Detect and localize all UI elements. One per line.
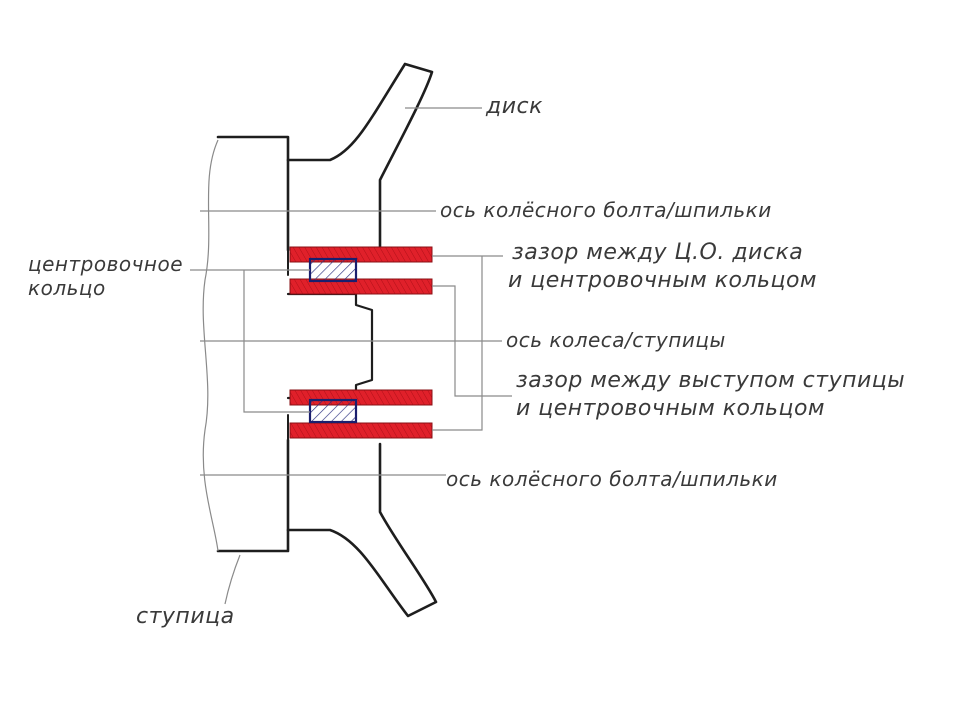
hub-break-line — [202, 139, 219, 552]
hub-protrusion — [286, 292, 374, 400]
label-hub: ступица — [136, 604, 235, 629]
centering-ring-top — [308, 257, 358, 283]
disc-lower-spoke — [286, 442, 438, 618]
hub-leader — [224, 554, 241, 605]
centering-ring-bottom — [308, 398, 358, 424]
label-wheel-axis: ось колеса/ступицы — [506, 328, 726, 352]
label-centering-ring-2: кольцо — [28, 276, 106, 300]
disc-upper-spoke — [286, 62, 434, 250]
label-gap-disc-2: и центровочным кольцом — [508, 268, 817, 293]
gap-disc-leader — [432, 255, 503, 397]
label-gap-hub-1: зазор между выступом ступицы — [516, 368, 906, 393]
label-bolt-axis-top: ось колёсного болта/шпильки — [440, 198, 772, 222]
gap-hub-leader — [432, 395, 512, 431]
gap-bar-bottom-2 — [289, 422, 433, 439]
centering-ring-leader — [190, 269, 310, 413]
label-disc: диск — [486, 94, 543, 119]
label-gap-disc-1: зазор между Ц.О. диска — [512, 240, 804, 265]
hub-outline — [216, 135, 290, 553]
label-bolt-axis-bottom: ось колёсного болта/шпильки — [446, 467, 778, 491]
label-centering-ring-1: центровочное — [28, 252, 184, 276]
label-gap-hub-2: и центровочным кольцом — [516, 396, 825, 421]
